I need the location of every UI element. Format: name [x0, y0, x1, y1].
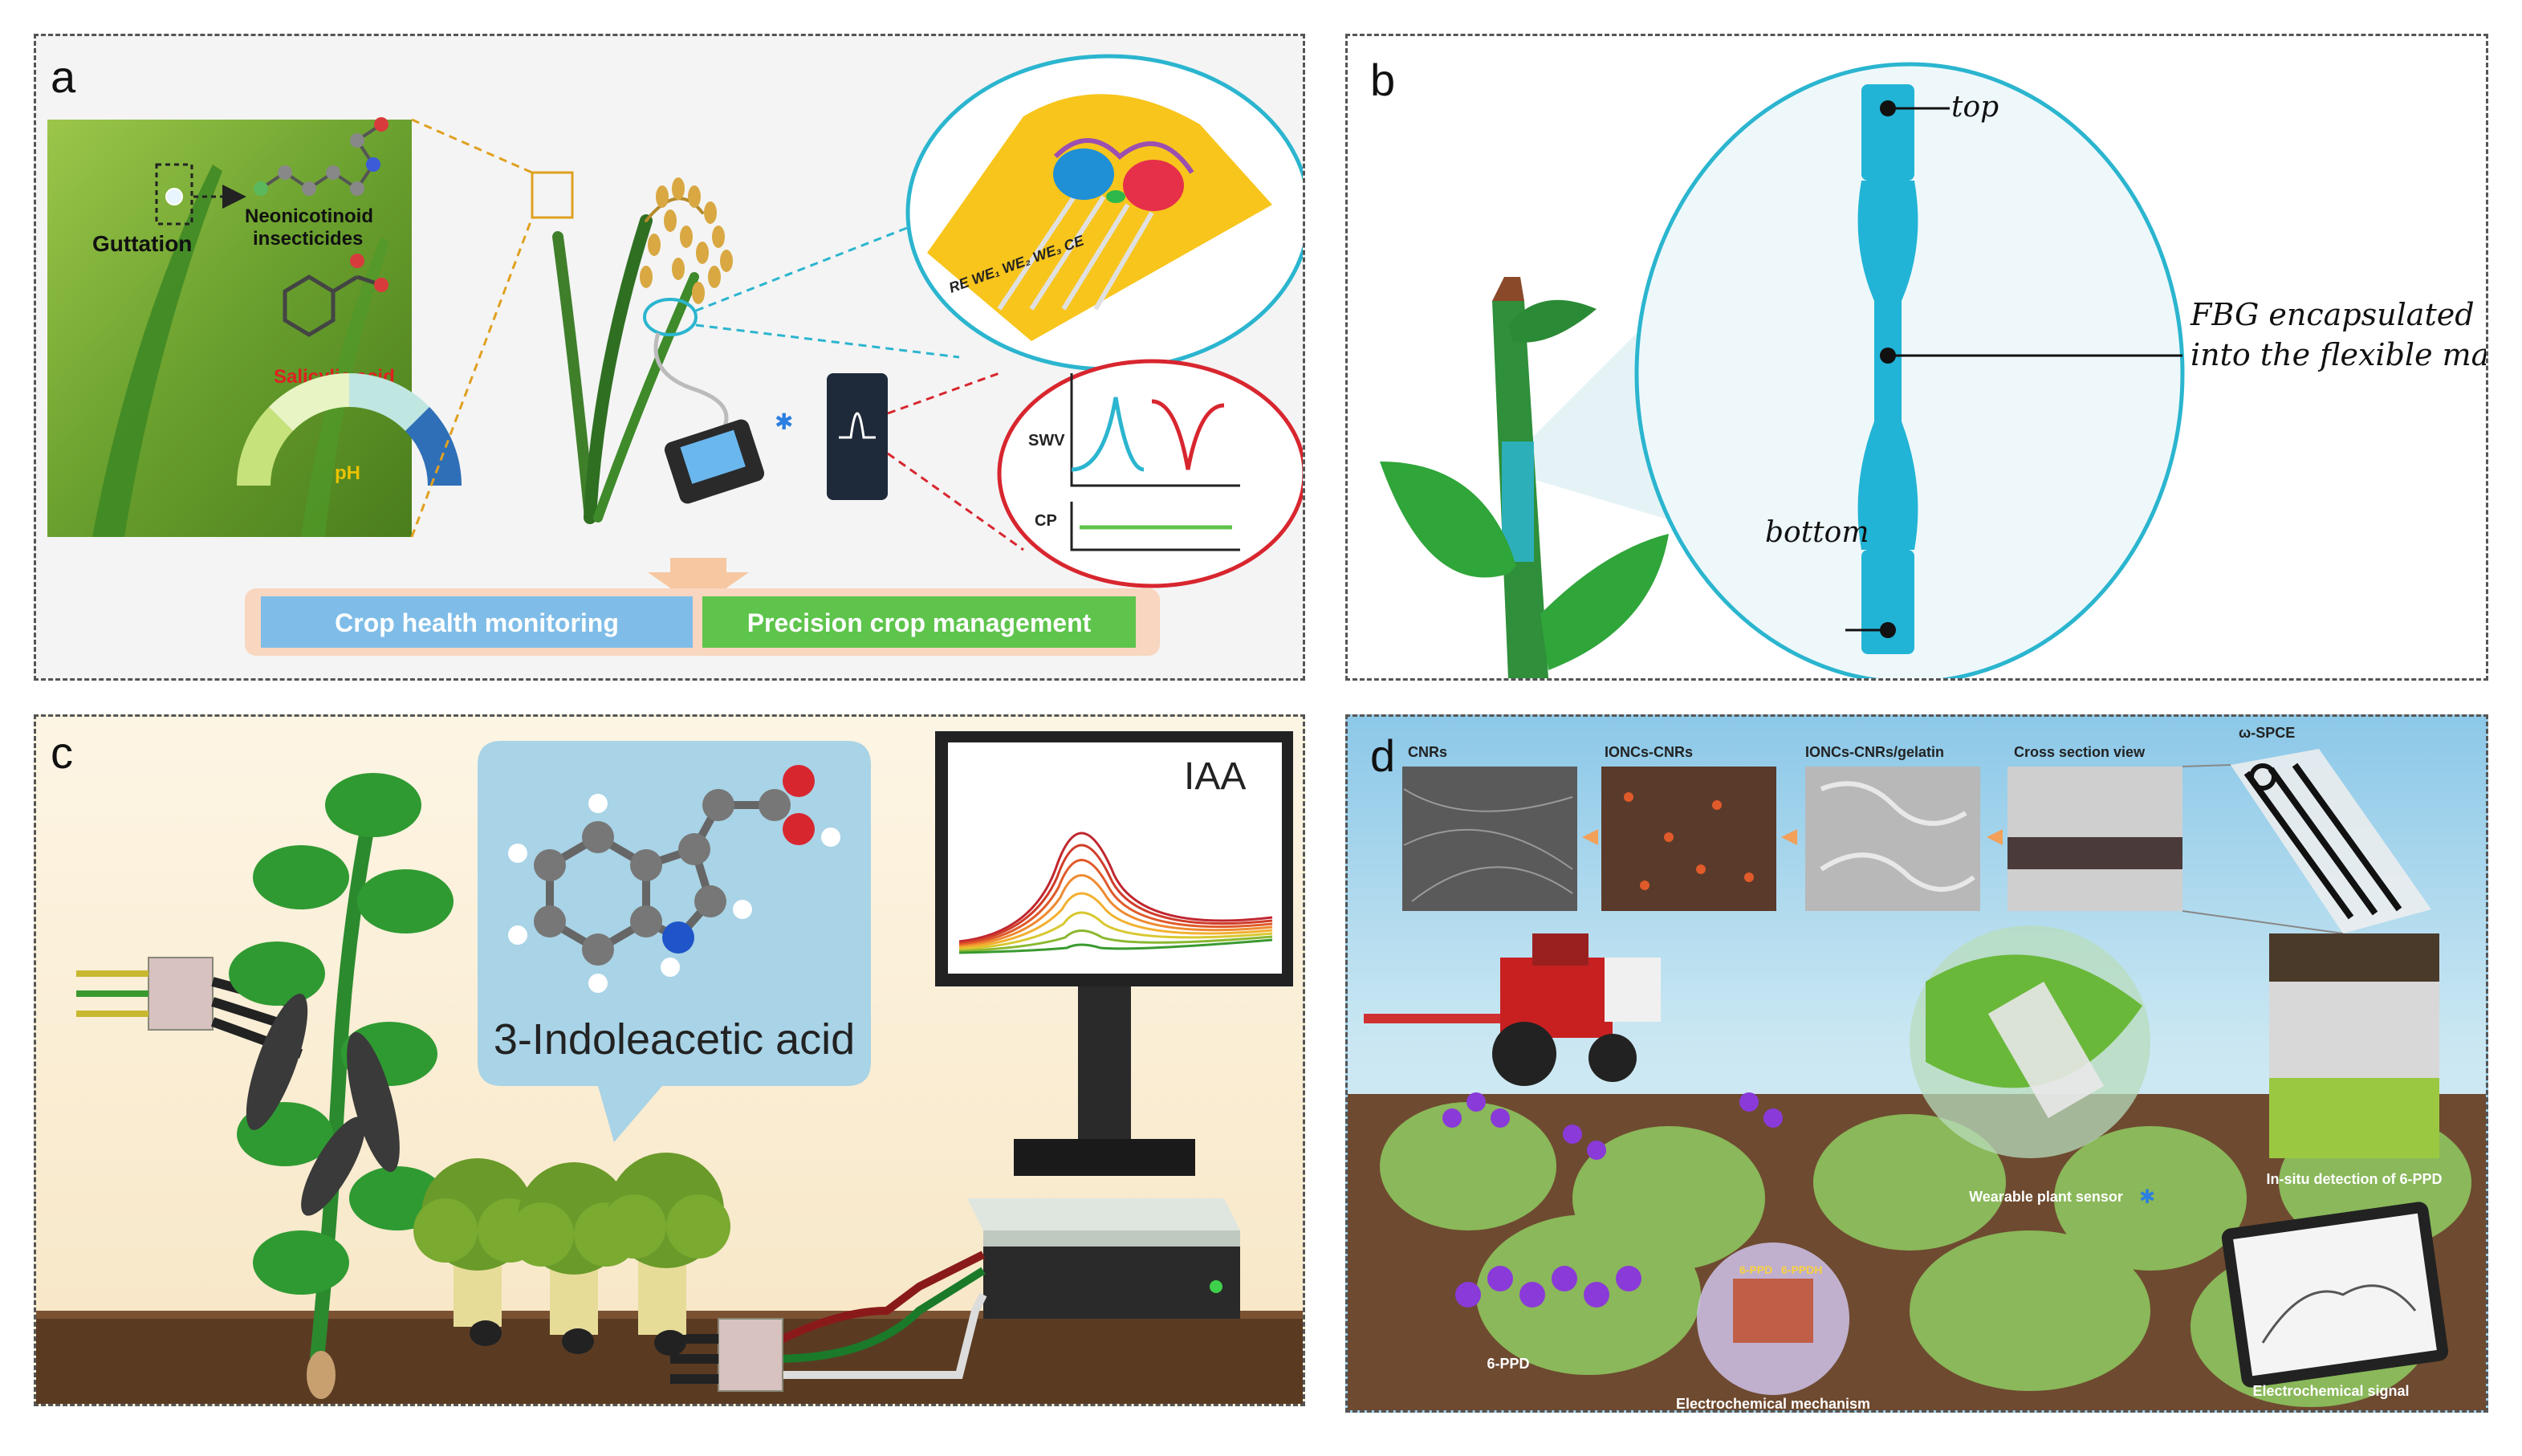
sensor-attach-circle — [643, 298, 698, 336]
spce-label: ω-SPCE — [2239, 725, 2295, 741]
cucumber-1 — [246, 994, 308, 1130]
wearable-sensor — [1987, 982, 2105, 1118]
panel-c-illustration: 3-Indoleacetic acid IAA — [36, 717, 1303, 1404]
potentiostat-device-icon — [664, 419, 765, 504]
panel-letter-d: d — [1370, 730, 1396, 781]
panel-b: b top bottom FBG encapsulated into the f… — [1345, 34, 2488, 681]
bluetooth-icon-d: ✱ — [2139, 1186, 2155, 1208]
signal-label: Electrochemical signal — [2252, 1383, 2409, 1399]
cp-label: CP — [1035, 512, 1057, 530]
broccoli-2 — [510, 1162, 638, 1354]
droplet-box — [155, 163, 193, 226]
fbg-label-2: into the flexible matrix — [2190, 337, 2486, 372]
grass-blade — [92, 165, 222, 537]
cucumber-2 — [347, 1031, 400, 1173]
sem-ioncs-cnrs — [1601, 767, 1776, 911]
potentiostat-box-icon — [967, 1198, 1240, 1319]
swv-inverse-peak — [1151, 399, 1225, 470]
voltammogram-curves — [958, 832, 1273, 954]
down-arrow-icon — [648, 558, 749, 608]
broccoli-3 — [602, 1153, 730, 1356]
neonicotinoid-label-2: insecticides — [253, 228, 363, 250]
rice-plant — [552, 197, 704, 524]
cross-section-label: Cross section view — [2014, 744, 2146, 760]
panel-d-illustration: CNRs IONCs-CNRs IONCs-CNRs/gelatin Cross… — [1348, 717, 2486, 1410]
tractor-icon — [1364, 933, 1661, 1086]
panel-letter-c: c — [51, 727, 73, 778]
tablet-icon — [2221, 1202, 2449, 1388]
swv-label: SWV — [1028, 432, 1065, 449]
signal-zoom-circle — [997, 359, 1303, 588]
wearable-label: Wearable plant sensor — [1969, 1189, 2123, 1205]
top-label: top — [1951, 91, 1999, 124]
swv-peak — [1071, 397, 1145, 472]
ioncs-gelatin-label: IONCs-CNRs/gelatin — [1805, 744, 1944, 760]
ioncs-cnrs-label: IONCs-CNRs — [1605, 744, 1693, 760]
panel-b-illustration: top bottom FBG encapsulated into the fle… — [1380, 62, 2486, 678]
leaf-right — [1540, 534, 1669, 670]
smartphone-icon — [827, 373, 888, 500]
panel-letter-b: b — [1370, 55, 1396, 105]
spce-electrode — [2231, 749, 2431, 933]
ppd-molecules-icon — [1442, 1092, 1783, 1308]
neonicotinoid-label-1: Neonicotinoid — [245, 205, 373, 227]
compound-label: 3-Indoleacetic acid — [494, 1015, 855, 1064]
panel-d: d CNRs IONCs-CNRs IONCs-CNRs/gelatin Cro… — [1345, 714, 2488, 1413]
fbg-zoom-circle — [1634, 62, 2185, 678]
ppdh-sphere-label: 6-PPDH — [1781, 1263, 1822, 1276]
precision-label: Precision crop management — [747, 608, 1092, 637]
electrode-strip — [927, 94, 1272, 342]
ppd-sphere-label: 6-PPD — [1739, 1263, 1772, 1276]
panel-letter-a: a — [51, 51, 76, 102]
leaf-left — [1380, 462, 1516, 578]
panel-a-illustration: Guttation Neonicotinoid insecticides Sal… — [47, 54, 1303, 656]
panel-c: c 3-Indoleacetic a — [34, 714, 1305, 1406]
bluetooth-icon: ✱ — [775, 409, 793, 434]
mechanism-label: Electrochemical mechanism — [1676, 1396, 1870, 1410]
rice-grains — [640, 177, 733, 304]
fbg-sensor — [1857, 84, 1918, 654]
cucumber-3 — [301, 1116, 365, 1216]
crop-health-label: Crop health monitoring — [335, 608, 619, 637]
ph-label: pH — [335, 462, 360, 484]
cnrs-label: CNRs — [1408, 744, 1447, 760]
guttation-label: Guttation — [92, 231, 192, 256]
in-situ-label: In-situ detection of 6-PPD — [2266, 1171, 2442, 1187]
ph-gauge-icon — [237, 373, 462, 486]
zoom-box — [531, 171, 574, 219]
fbg-label-1: FBG encapsulated — [2190, 297, 2475, 332]
precision-box — [702, 596, 1136, 648]
connector-right — [670, 1318, 783, 1392]
cucumber-plant — [229, 773, 454, 1399]
panel-a: a Guttation Neonicotinoid — [34, 34, 1305, 681]
ppd-label: 6-PPD — [1487, 1356, 1529, 1372]
iaa-label: IAA — [1184, 755, 1246, 798]
crop-health-box — [261, 596, 693, 648]
bottom-label: bottom — [1765, 516, 1869, 549]
